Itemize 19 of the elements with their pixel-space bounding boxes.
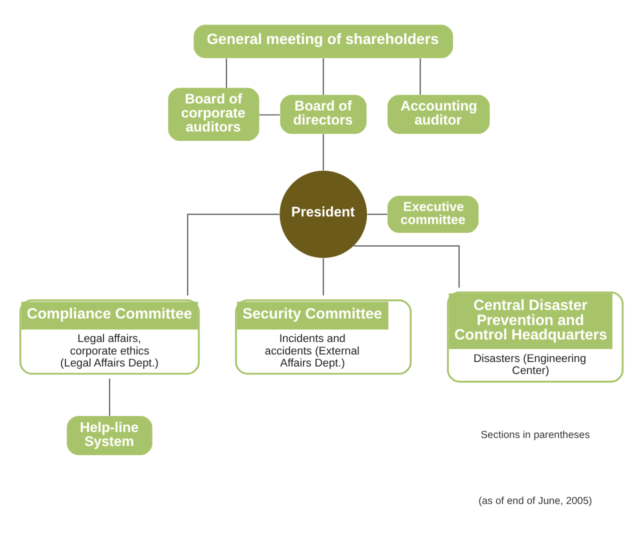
connector	[322, 134, 324, 170]
node-box: Accounting auditor	[388, 94, 490, 134]
node-box: Help-line System	[66, 416, 152, 456]
node-box: General meeting of shareholders	[194, 24, 454, 58]
connector	[322, 58, 324, 95]
connector	[367, 214, 388, 215]
connector	[259, 114, 280, 116]
connector	[420, 58, 421, 95]
node-circle: President	[280, 170, 368, 258]
connector	[109, 378, 110, 416]
node-box: Board of corporate auditors	[168, 88, 260, 141]
connector	[187, 214, 280, 296]
node-box: Board of directors	[280, 94, 367, 134]
label: (as of end of June, 2005)	[478, 496, 592, 508]
node-box: Executive committee	[388, 196, 479, 233]
connector	[354, 245, 460, 288]
connector	[226, 58, 228, 88]
label: Sections in parentheses	[480, 430, 590, 442]
connector	[322, 258, 324, 296]
